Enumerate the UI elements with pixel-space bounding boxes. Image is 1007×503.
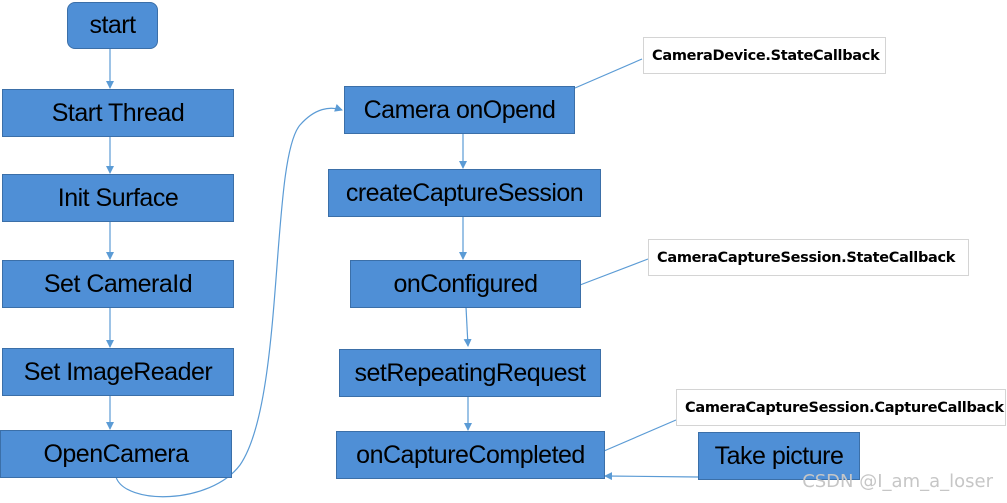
start-node: start — [67, 2, 158, 49]
arrow-takepicture-to-oncapture — [604, 472, 699, 481]
arrow-opencamera-to-onopend — [115, 103, 343, 498]
set-imagereader-node: Set ImageReader — [2, 348, 234, 396]
start-thread-node: Start Thread — [2, 89, 234, 137]
on-configured-node: onConfigured — [350, 260, 581, 308]
camera-onopend-node: Camera onOpend — [344, 86, 575, 134]
callout-camera-device-state: CameraDevice.StateCallback — [643, 37, 886, 74]
take-picture-node: Take picture — [698, 432, 860, 480]
callout-session-state: CameraCaptureSession.StateCallback — [648, 239, 969, 276]
callout-line-device-state — [574, 58, 643, 89]
set-cameraid-node: Set CameraId — [2, 260, 234, 308]
opencamera-node: OpenCamera — [0, 430, 232, 478]
callout-session-capture: CameraCaptureSession.CaptureCallback — [676, 389, 1006, 426]
on-capture-completed-node: onCaptureCompleted — [336, 431, 605, 479]
watermark: CSDN @I_am_a_loser — [802, 471, 993, 492]
arrow-onconfigured-to-setrepeating — [463, 306, 472, 347]
create-capture-session-node: createCaptureSession — [328, 169, 601, 217]
set-repeating-request-node: setRepeatingRequest — [339, 349, 601, 397]
callout-line-session-state — [579, 258, 649, 286]
callout-line-session-capture — [603, 419, 677, 452]
init-surface-node: Init Surface — [2, 174, 234, 222]
